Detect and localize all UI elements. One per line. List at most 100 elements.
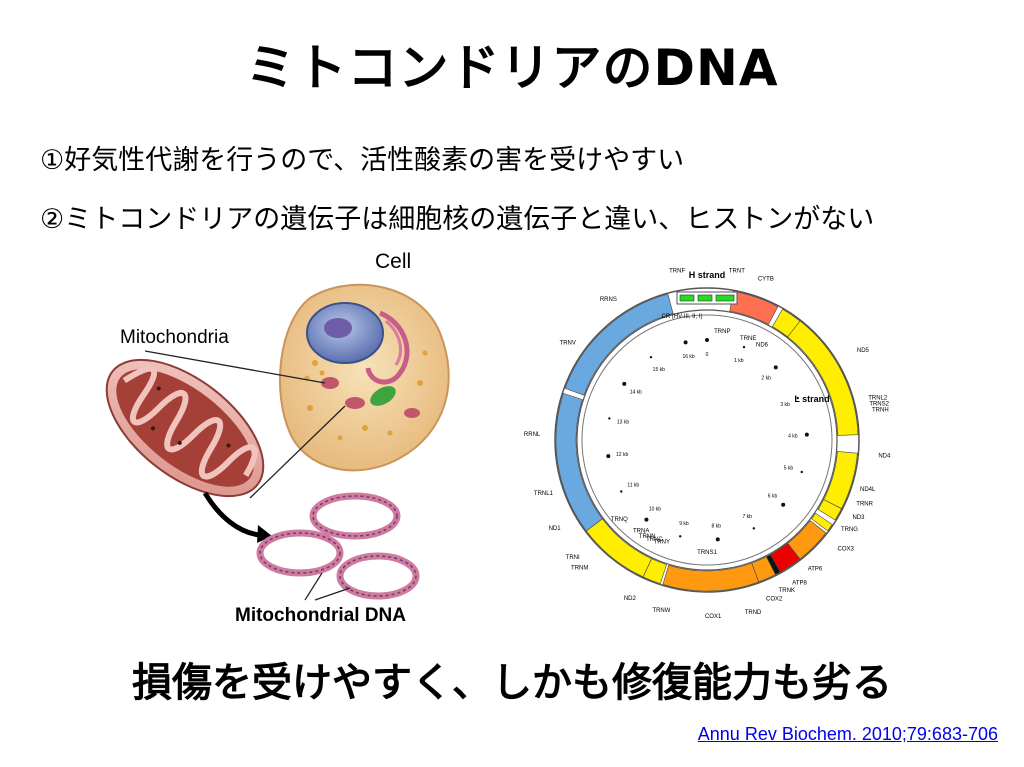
gene-label-nd4: ND4 [878, 454, 891, 460]
gene-segment-atp8 [766, 554, 781, 575]
gene-label-trnv: TRNV [560, 340, 576, 346]
hv-region-3 [715, 294, 735, 302]
point-2: ②ミトコンドリアの遺伝子は細胞核の遺伝子と違い、ヒストンがない [40, 204, 875, 235]
mitochondrial-dna-label: Mitochondrial DNA [235, 605, 406, 626]
kb-label-8: 8 kb [712, 524, 722, 530]
gene-label-rrnl: RRNL [524, 432, 541, 438]
kb-label-16: 16 kb [682, 354, 694, 360]
gene-label-nd4l: ND4L [860, 487, 876, 493]
kb-label-9: 9 kb [679, 521, 689, 527]
hv-region-2 [697, 294, 713, 302]
kb-label-1: 1 kb [734, 358, 744, 364]
gene-label-cox2: COX2 [766, 596, 783, 602]
gene-segment-nd2 [642, 558, 667, 584]
kb-tick-5 [800, 470, 803, 474]
kb-tick-0 [705, 338, 709, 342]
kb-label-5: 5 kb [784, 465, 794, 471]
gene-label-trnh: TRNH [872, 407, 889, 413]
gene-label-trni: TRNI [566, 555, 580, 561]
gene-label-trnc: TRNC [646, 537, 663, 543]
gene-segment-nd1 [585, 518, 653, 578]
outer-strand-circle [554, 287, 860, 593]
gene-label-trnd: TRND [745, 610, 762, 616]
mitochondrion [105, 358, 265, 498]
kb-tick-3 [796, 396, 799, 400]
gene-segment-cytb [729, 290, 779, 325]
cell-mitochondria-illustration: Cell Mitochondria [105, 250, 450, 626]
gene-label-trnw: TRNW [652, 608, 670, 614]
kb-tick-6 [781, 502, 786, 507]
gene-label-trnl1: TRNL1 [534, 491, 554, 497]
gene-segment-nd3 [811, 512, 833, 532]
gene-label-trnq: TRNQ [611, 517, 628, 523]
gene-segment-nd6 [772, 308, 801, 338]
gene-label-trnf: TRNF [669, 269, 685, 275]
h-strand-label: H strand [689, 270, 726, 280]
gene-label-nd3: ND3 [852, 515, 865, 521]
gene-segment-cox3 [787, 520, 827, 560]
gene-label-atp8: ATP8 [792, 581, 807, 587]
gene-segment-atp6 [770, 542, 801, 573]
kb-tick-16 [683, 340, 688, 345]
kb-tick-11 [620, 490, 623, 493]
gene-label-trnp: TRNP [714, 329, 730, 335]
kb-label-13: 13 kb [617, 419, 629, 425]
gene-segment-cox1 [662, 562, 760, 592]
gene-label-rrns: RRNS [600, 297, 617, 303]
pointer-line-2 [249, 405, 346, 499]
gene-label-nd6: ND6 [756, 343, 769, 349]
gene-label-nd1: ND1 [549, 526, 562, 532]
gene-label-trnl2: TRNL2 [868, 395, 888, 401]
inner-strand-circle [576, 309, 838, 571]
gene-label-trny: TRNY [654, 539, 670, 545]
gene-label-cox1: COX1 [705, 614, 722, 620]
citation-link[interactable]: Annu Rev Biochem. 2010;79:683-706 [697, 724, 998, 744]
point-1: ①好気性代謝を行うので、活性酸素の害を受けやすい [40, 145, 685, 176]
kb-label-0: 0 [706, 352, 709, 358]
gene-label-trnn: TRNN [639, 534, 656, 540]
nucleolus [324, 318, 352, 338]
gene-segment-nd4 [823, 451, 858, 509]
mtdna-circular-map: 01 kb2 kb3 kb4 kb5 kb6 kb7 kb8 kb9 kb10 … [524, 269, 891, 620]
gene-label-trnr: TRNR [856, 502, 873, 508]
endoplasmic-reticulum [365, 310, 410, 385]
gene-label-trns2: TRNS2 [869, 401, 889, 407]
mitochondria-label: Mitochondria [120, 327, 229, 348]
small-organelle [345, 397, 365, 409]
gene-segment-nd5 [781, 315, 859, 436]
kb-tick-2 [773, 365, 778, 370]
kb-tick-8 [715, 537, 720, 542]
gene-segment-rrns [564, 293, 674, 396]
chloroplast-like-organelle [370, 386, 396, 406]
mtdna-ring-2 [256, 529, 344, 577]
kb-tick-9 [678, 535, 682, 538]
kb-label-2: 2 kb [761, 376, 771, 382]
conclusion-text: 損傷を受けやすく、しかも修復能力も劣る [132, 660, 892, 706]
kb-label-3: 3 kb [780, 402, 790, 408]
gene-label-trns1: TRNS1 [697, 550, 717, 556]
gene-label-cytb: CYTB [758, 276, 774, 282]
slide-title: ミトコンドリアのDNA [245, 39, 779, 97]
kb-tick-15 [649, 355, 653, 359]
kb-tick-10 [644, 517, 649, 522]
arrow-to-dna [202, 491, 261, 538]
kb-label-6: 6 kb [768, 494, 778, 500]
kb-label-10: 10 kb [649, 506, 661, 512]
gene-label-nd5: ND5 [857, 348, 870, 354]
gene-label-trnk: TRNK [779, 588, 795, 594]
kb-tick-1 [742, 345, 746, 349]
gene-label-atp6: ATP6 [808, 567, 823, 573]
control-region-label: CR (HV-III, II, I) [661, 314, 702, 320]
kb-label-14: 14 kb [630, 390, 642, 396]
mtdna-ring-3 [336, 552, 420, 600]
kb-label-12: 12 kb [616, 452, 628, 458]
l-strand-label: L strand [794, 394, 829, 404]
mtdna-ring-1 [309, 492, 401, 540]
cell-label: Cell [375, 250, 411, 273]
kb-tick-13 [608, 417, 611, 420]
kb-tick-4 [804, 432, 809, 437]
kb-tick-7 [752, 527, 756, 530]
gene-label-trnt: TRNT [729, 269, 745, 275]
gene-label-trnm: TRNM [571, 565, 588, 571]
